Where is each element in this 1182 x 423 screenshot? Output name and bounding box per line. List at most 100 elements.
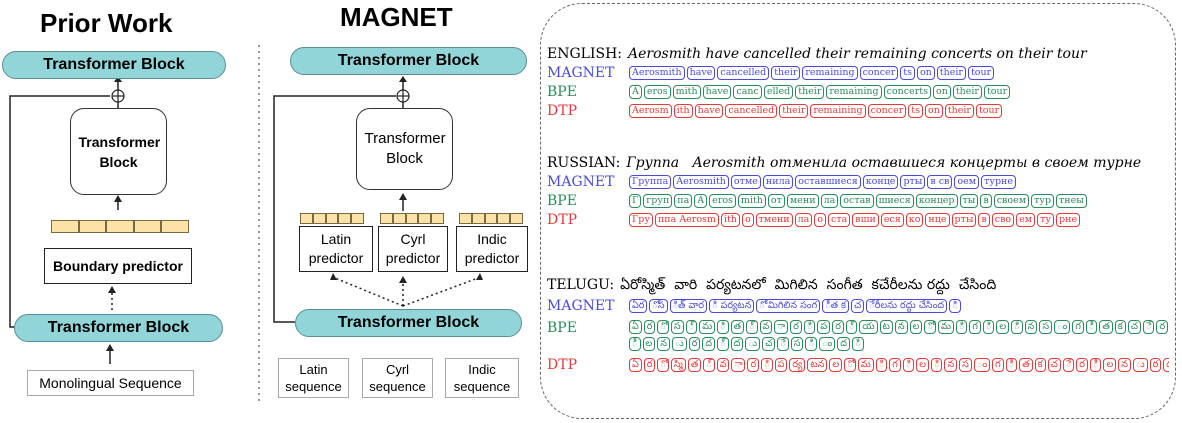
token-chip: న bbox=[1024, 320, 1038, 334]
token-chip: eros bbox=[643, 85, 671, 99]
token-chip: ర్య bbox=[789, 358, 806, 372]
russian-example: RUSSIAN: Группа Aerosmith отменила остав… bbox=[547, 155, 1172, 228]
token-chip: ర bbox=[832, 320, 844, 334]
token-chip: their bbox=[779, 104, 809, 118]
latin-predictor-box: Latin predictor bbox=[299, 226, 373, 272]
token-chip: ిత్ వార bbox=[669, 299, 708, 313]
token-chip: న bbox=[894, 320, 908, 334]
token-chip: нила bbox=[762, 175, 794, 189]
token-chip: ు bbox=[745, 337, 761, 351]
cyrl-sequence-label: Cyrl sequence bbox=[369, 362, 426, 394]
russian-lang-label: RUSSIAN: bbox=[547, 155, 621, 171]
token-chip: గ bbox=[889, 358, 901, 372]
token-chip: చ bbox=[762, 337, 776, 351]
token-chip: స bbox=[670, 320, 684, 334]
english-magnet-label: MAGNET bbox=[547, 65, 615, 81]
token-chip: ి bbox=[875, 358, 888, 372]
token-chip: в св bbox=[927, 175, 953, 189]
token-chip: ీ bbox=[629, 337, 641, 351]
token-chip: ర bbox=[643, 320, 656, 334]
token-chip: remaining bbox=[802, 66, 858, 80]
token-chip: స bbox=[1039, 320, 1053, 334]
token-chip: ర bbox=[643, 358, 656, 372]
magnet-bottom-transformer-block: Transformer Block bbox=[295, 309, 522, 337]
token-chip: ల bbox=[1103, 358, 1117, 372]
cyrl-predictor-box: Cyrl predictor bbox=[378, 226, 448, 272]
examples-panel bbox=[540, 3, 1176, 419]
telugu-lang-label: TELUGU: bbox=[547, 277, 615, 293]
token-chip: ల bbox=[909, 320, 923, 334]
token-chip: మ bbox=[699, 320, 716, 334]
token-chip: ла bbox=[820, 194, 839, 208]
token-chip: ты bbox=[959, 194, 979, 208]
monolingual-sequence-box: Monolingual Sequence bbox=[27, 370, 194, 396]
token-chip: ే bbox=[777, 337, 789, 351]
token-chip: చ bbox=[1127, 320, 1141, 334]
token-chip: отме bbox=[730, 175, 761, 189]
token-chip: ద bbox=[837, 337, 850, 351]
token-chip: త bbox=[730, 320, 745, 334]
token-chip: remaining bbox=[810, 104, 866, 118]
token-chip: ి పర్యటన bbox=[709, 299, 755, 313]
token-chip: шиеся bbox=[875, 194, 914, 208]
token-chip: స bbox=[959, 358, 972, 372]
prior-bottom-transformer-block: Transformer Block bbox=[14, 314, 223, 342]
token-chip: остав bbox=[840, 194, 874, 208]
token-chip: ts bbox=[908, 104, 923, 118]
token-chip: ి bbox=[1011, 320, 1023, 334]
token-chip: ి bbox=[761, 358, 773, 372]
token-chip: on bbox=[916, 66, 935, 80]
token-chip: вши bbox=[852, 213, 879, 227]
token-chip: canc bbox=[733, 85, 762, 99]
indic-sequence-box: Indic sequence bbox=[445, 358, 519, 398]
token-chip: ే bbox=[1062, 358, 1075, 372]
token-chip: в bbox=[978, 213, 990, 227]
token-chip: Aerosm bbox=[629, 104, 672, 118]
token-chip: ем bbox=[1016, 213, 1036, 227]
token-chip: మ bbox=[857, 358, 874, 372]
latin-embedding-bar bbox=[300, 213, 364, 224]
token-chip: య bbox=[859, 320, 878, 334]
token-chip: త bbox=[687, 358, 702, 372]
token-chip: ో bbox=[924, 320, 936, 334]
token-chip: ్ bbox=[685, 320, 698, 334]
token-chip: ఏ bbox=[629, 320, 642, 334]
token-chip: mith bbox=[672, 85, 701, 99]
token-chip: వ bbox=[716, 358, 730, 372]
token-chip: ్ bbox=[845, 320, 858, 334]
token-chip: their bbox=[944, 104, 974, 118]
token-chip: their bbox=[936, 66, 966, 80]
english-lang-label: ENGLISH: bbox=[547, 46, 622, 62]
token-chip: on bbox=[932, 85, 951, 99]
token-chip: конце bbox=[862, 175, 899, 189]
token-chip: ith bbox=[720, 213, 740, 227]
token-chip: క bbox=[1114, 320, 1126, 334]
token-chip: cancelled bbox=[725, 104, 778, 118]
token-chip: тмени bbox=[755, 213, 793, 227]
token-chip: нце bbox=[925, 213, 950, 227]
token-chip: ి bbox=[930, 358, 943, 372]
token-chip: ో bbox=[844, 358, 856, 372]
token-chip: ппа Aerosm bbox=[654, 213, 719, 227]
token-chip: ్ bbox=[717, 337, 729, 351]
token-chip: ith bbox=[673, 104, 693, 118]
token-chip: వ bbox=[759, 320, 773, 334]
token-chip: cancelled bbox=[717, 66, 770, 80]
token-chip: ల bbox=[996, 320, 1010, 334]
indic-predictor-label: Indic predictor bbox=[464, 231, 520, 266]
token-chip: త bbox=[1019, 358, 1033, 372]
token-chip: Г bbox=[629, 194, 642, 208]
token-chip: Гру bbox=[629, 213, 653, 227]
token-chip: ద bbox=[730, 337, 744, 351]
token-chip: have bbox=[702, 85, 732, 99]
magnet-title: MAGNET bbox=[340, 2, 453, 32]
token-chip: స్మి bbox=[670, 358, 686, 372]
token-chip: చ bbox=[1047, 358, 1061, 372]
token-chip: ం bbox=[1054, 320, 1071, 334]
section-divider bbox=[258, 45, 260, 405]
token-chip: ో మిగిలిన సంగ bbox=[756, 299, 821, 313]
cyrl-predictor-label: Cyrl predictor bbox=[385, 231, 441, 266]
